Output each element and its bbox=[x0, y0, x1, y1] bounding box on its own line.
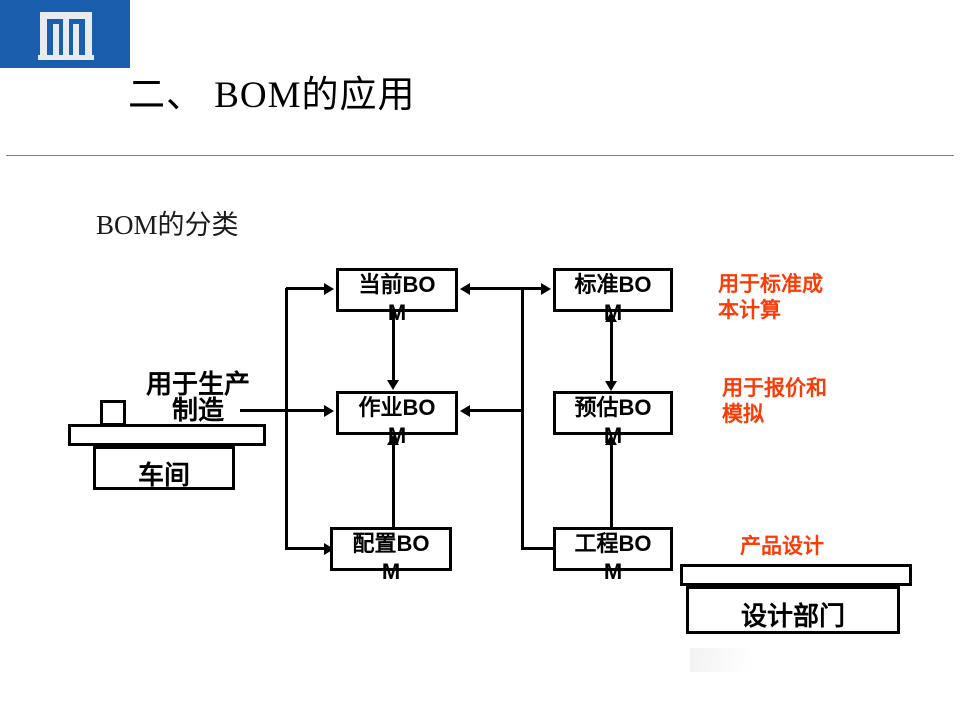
arrowhead-to-operation-bom-left bbox=[460, 405, 470, 417]
node-current-bom-label-line2: M bbox=[387, 300, 407, 325]
background-artifact bbox=[690, 648, 780, 672]
page-title: 二、 BOM的应用 bbox=[128, 75, 416, 116]
connector-left-bus bbox=[285, 288, 288, 550]
connector-bus-to-current-bom bbox=[286, 287, 324, 290]
arrowhead-standard-to-estimate bbox=[605, 381, 617, 391]
workshop-label: 车间 bbox=[137, 460, 190, 490]
arrowhead-to-standard-bom bbox=[541, 283, 551, 295]
design-dept-roof-icon bbox=[680, 564, 912, 586]
connector-current-to-operation bbox=[392, 312, 395, 380]
node-estimate-bom-label-line1: 预估BO bbox=[574, 395, 652, 420]
arrowhead-to-current-bom-left bbox=[460, 283, 470, 295]
source-caption-line1: 用于生产 bbox=[145, 369, 250, 399]
node-estimate-bom[interactable] bbox=[553, 391, 673, 435]
node-current-bom[interactable] bbox=[336, 268, 458, 312]
connector-estimate-to-standard bbox=[610, 322, 613, 382]
connector-bus-to-current-bom-left bbox=[470, 287, 522, 290]
node-engineer-bom-label-line1: 工程BO bbox=[574, 531, 652, 556]
node-current-bom-label-line1: 当前BO bbox=[358, 272, 436, 297]
annotation-quote-simulate: 用于报价和 模拟 bbox=[722, 377, 827, 426]
arrowhead-estimate-to-standard bbox=[605, 312, 617, 322]
design-dept-label: 设计部门 bbox=[740, 601, 845, 631]
connector-bus-to-standard-bom bbox=[521, 287, 541, 290]
design-dept-body[interactable] bbox=[686, 586, 900, 634]
node-standard-bom-label-line2: M bbox=[603, 300, 623, 325]
workshop-body[interactable] bbox=[93, 446, 235, 490]
workshop-roof-icon bbox=[68, 424, 266, 446]
connector-bus-to-config-bom bbox=[286, 547, 324, 550]
connector-engineer-to-middle-bus bbox=[521, 547, 555, 550]
connector-config-to-operation bbox=[392, 445, 395, 527]
connector-workshop-to-bus bbox=[240, 409, 288, 412]
node-standard-bom[interactable] bbox=[553, 268, 673, 312]
annotation-standard-cost: 用于标准成 本计算 bbox=[718, 273, 823, 322]
arrowhead-to-operation-bom bbox=[324, 405, 334, 417]
gate-building-logo-icon bbox=[38, 12, 94, 60]
arrowhead-config-to-operation bbox=[387, 435, 399, 445]
title-divider bbox=[6, 155, 954, 156]
node-engineer-bom-label-line2: M bbox=[603, 559, 623, 584]
section-subtitle: BOM的分类 bbox=[96, 210, 239, 240]
annotation-product-design: 产品设计 bbox=[740, 535, 824, 558]
connector-bus-to-operation-bom bbox=[286, 409, 324, 412]
node-operation-bom-label-line2: M bbox=[387, 423, 407, 448]
node-operation-bom-label-line1: 作业BO bbox=[358, 395, 436, 420]
node-config-bom-label-line1: 配置BO bbox=[352, 531, 430, 556]
node-operation-bom[interactable] bbox=[336, 391, 458, 435]
arrowhead-to-config-bom bbox=[324, 543, 334, 555]
connector-middle-bus bbox=[521, 288, 524, 550]
node-estimate-bom-label-line2: M bbox=[603, 423, 623, 448]
node-config-bom-label-line2: M bbox=[381, 559, 401, 584]
workshop-chimney-icon bbox=[100, 400, 126, 426]
arrowhead-current-to-operation bbox=[387, 380, 399, 390]
arrowhead-to-current-bom bbox=[324, 283, 334, 295]
connector-engineer-to-estimate bbox=[610, 445, 613, 527]
node-engineer-bom[interactable] bbox=[553, 527, 673, 571]
arrowhead-engineer-to-estimate bbox=[605, 435, 617, 445]
source-caption-line2: 制造 bbox=[171, 395, 224, 425]
node-config-bom[interactable] bbox=[330, 527, 452, 571]
node-standard-bom-label-line1: 标准BO bbox=[574, 272, 652, 297]
logo-badge bbox=[0, 0, 130, 68]
connector-bus-to-operation-bom-left bbox=[470, 409, 522, 412]
